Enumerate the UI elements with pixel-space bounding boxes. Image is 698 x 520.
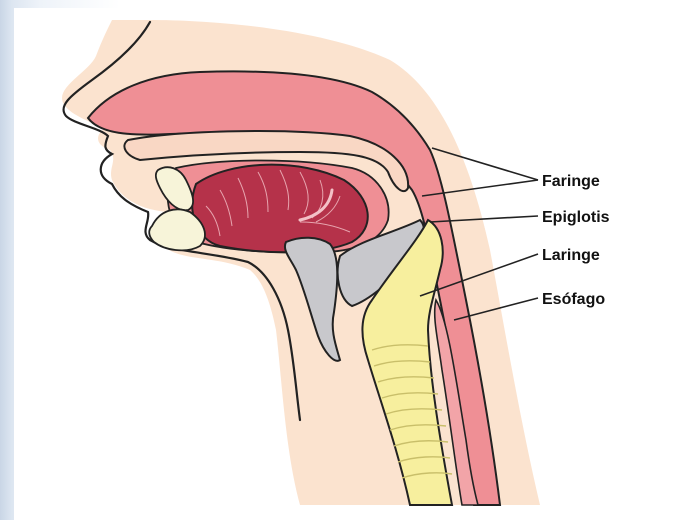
tongue <box>192 165 368 253</box>
label-epiglotis: Epiglotis <box>542 209 610 226</box>
label-faringe: Faringe <box>542 173 600 190</box>
label-laringe: Laringe <box>542 247 600 264</box>
label-esofago: Esófago <box>542 291 605 308</box>
